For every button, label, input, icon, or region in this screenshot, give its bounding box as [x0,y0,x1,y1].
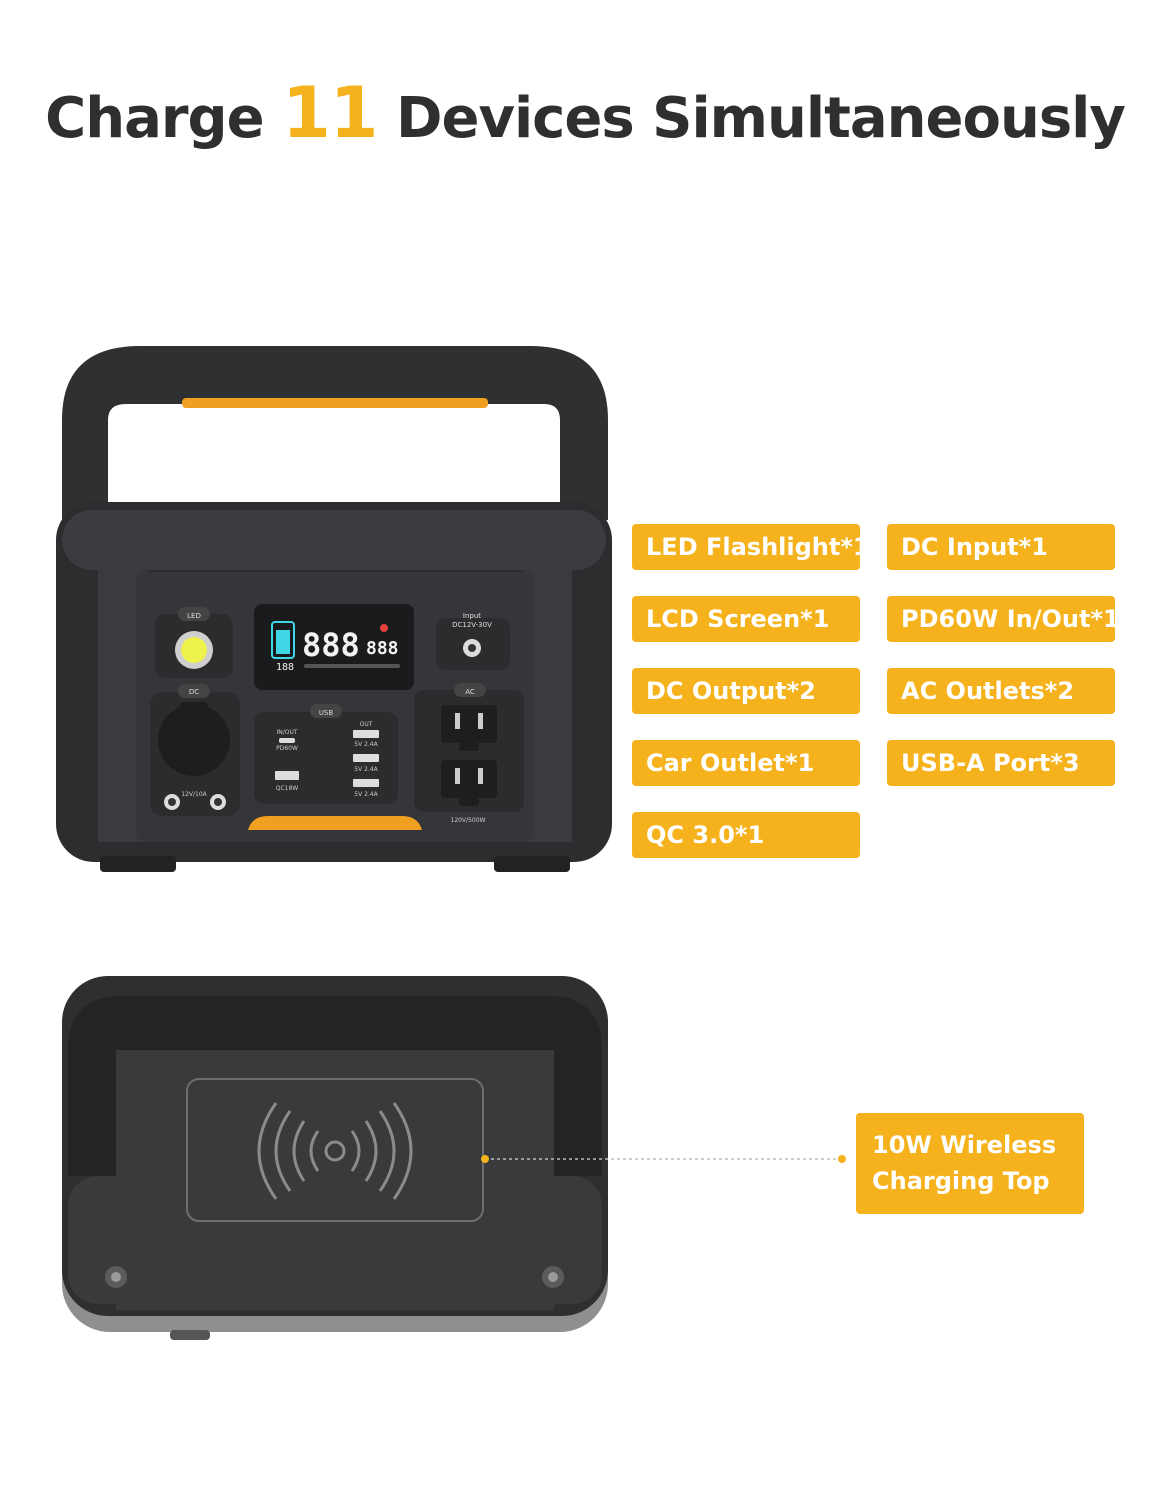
qc-label: QC18W [276,785,299,792]
lcd-main-digits: 888 [302,626,360,664]
carry-handle [62,346,608,520]
headline: Charge 11 Devices Simultaneously [0,72,1170,154]
ac-spec: 120V/500W [451,817,486,824]
feature-tag-led-flashlight: LED Flashlight*1 [632,524,860,570]
feature-tag-car-outlet: Car Outlet*1 [632,740,860,786]
callout-leader-line [481,1155,846,1163]
out-label: OUT [360,721,373,728]
feature-tag-dc-input: DC Input*1 [887,524,1115,570]
input-spec: DC12V-30V [452,621,492,629]
lcd-screen: 888 888 188 [254,604,414,690]
usb-panel: USB IN/OUT PD60W QC18W OUT 5V 2.4A 5V 2.… [254,704,398,804]
feature-tag-qc: QC 3.0*1 [632,812,860,858]
dc-input: Input DC12V-30V [436,612,510,670]
wireless-callout-line1: 10W Wireless [872,1131,1057,1159]
wireless-charging-pad [186,1078,484,1222]
input-label: Input [463,612,481,620]
feature-tag-usb-a: USB-A Port*3 [887,740,1115,786]
wireless-charging-callout: 10W Wireless Charging Top [856,1113,1084,1214]
device-top-view [62,976,608,1340]
ac-label: AC [465,688,475,696]
pd-label: PD60W [276,745,298,752]
headline-prefix: Charge [45,86,264,151]
usb-spec-2: 5V 2.4A [354,766,378,773]
headline-number: 11 [282,72,378,154]
feature-tag-ac-outlets: AC Outlets*2 [887,668,1115,714]
lcd-small-digits: 888 [366,638,399,659]
led-label: LED [187,612,201,620]
feature-tag-lcd-screen: LCD Screen*1 [632,596,860,642]
feature-tag-dc-output: DC Output*2 [632,668,860,714]
headline-suffix: Devices Simultaneously [395,86,1126,151]
car-spec: 12V/10A [181,791,207,798]
dc-label: DC [189,688,199,696]
wireless-callout-line2: Charging Top [872,1167,1050,1195]
lcd-percent: 188 [276,662,294,673]
in-out-label: IN/OUT [276,729,297,736]
usb-spec-3: 5V 2.4A [354,791,378,798]
feature-tag-pd60w: PD60W In/Out*1 [887,596,1115,642]
car-outlet: DC 12V/10A [150,684,240,816]
ac-panel: AC 120V/500W [414,683,524,824]
usb-label: USB [319,709,334,717]
led-flashlight: LED [155,607,233,678]
usb-spec-1: 5V 2.4A [354,741,378,748]
